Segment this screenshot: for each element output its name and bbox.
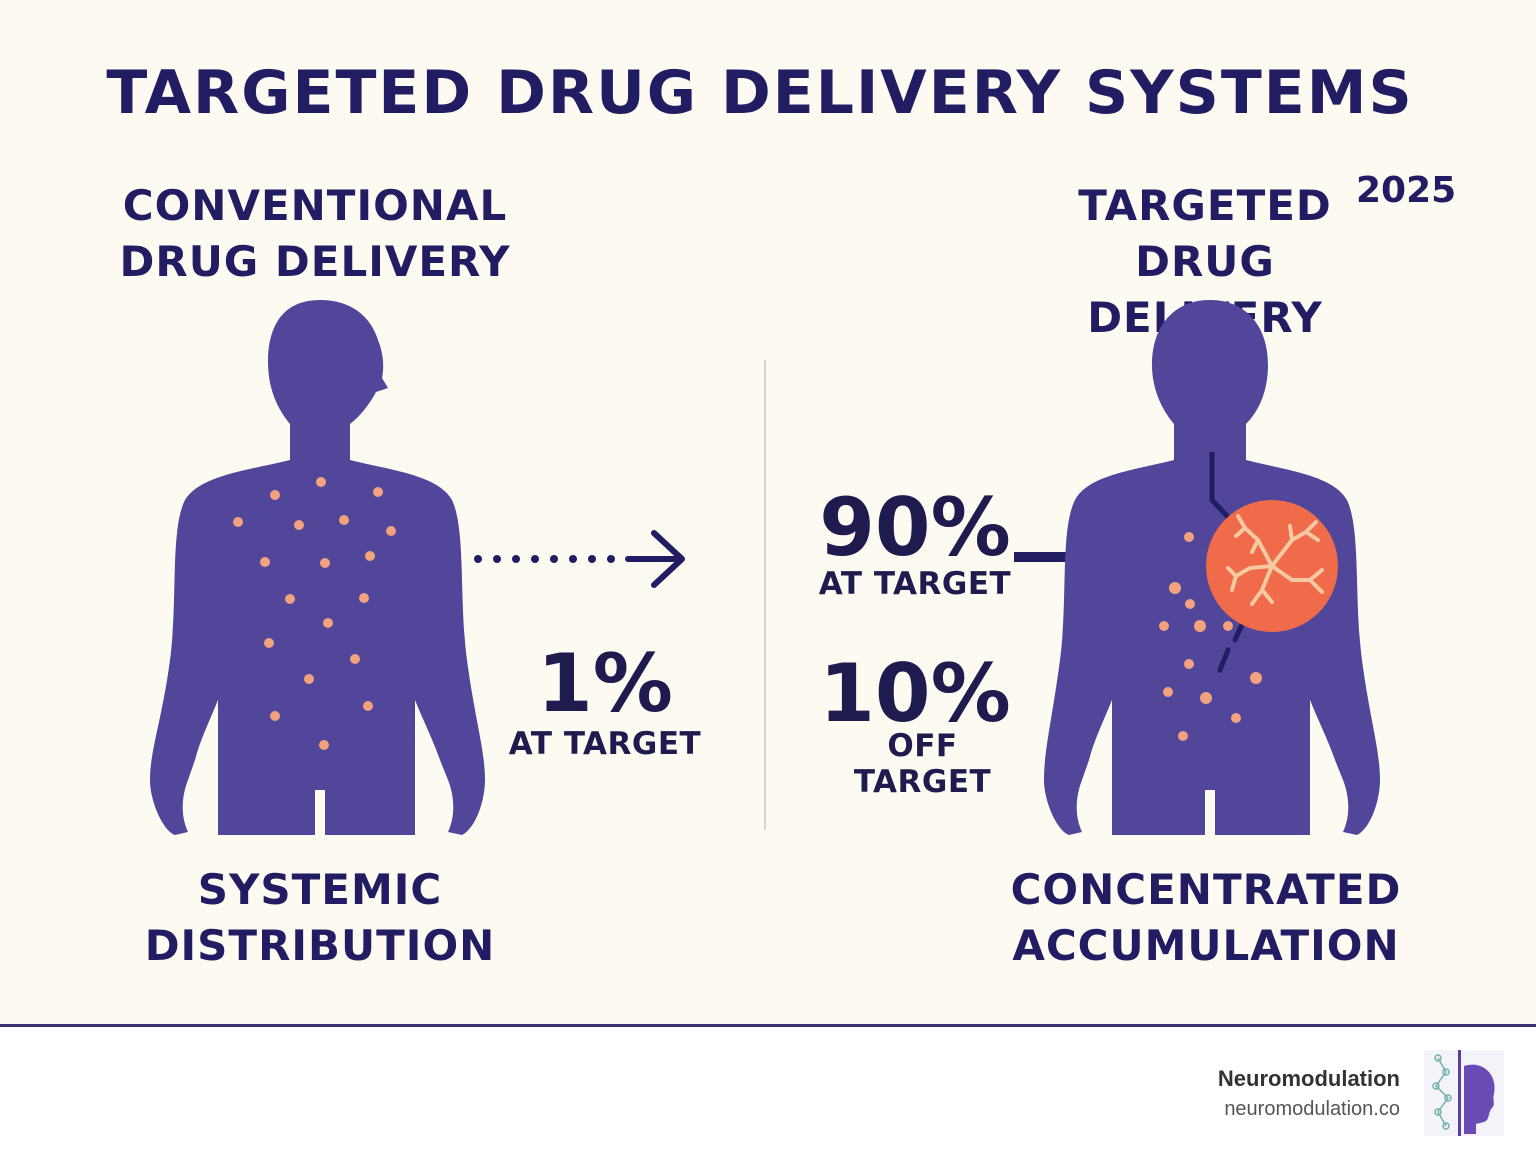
drug-particle [1231, 713, 1241, 723]
drug-particle [316, 477, 326, 487]
left-caption: SYSTEMIC DISTRIBUTION [120, 862, 520, 974]
drug-particle [264, 638, 274, 648]
drug-particle [1185, 599, 1195, 609]
left-stat-value: 1% [537, 637, 673, 730]
target-tissue-icon [1206, 500, 1338, 632]
drug-particle [373, 487, 383, 497]
drug-particle [294, 520, 304, 530]
drug-particle [285, 594, 295, 604]
drug-particle [323, 618, 333, 628]
drug-particle [359, 593, 369, 603]
right-caption-line1: CONCENTRATED [1010, 865, 1402, 914]
drug-particle [320, 558, 330, 568]
right-body-figure [1044, 300, 1380, 835]
drug-particles [1159, 532, 1262, 741]
drug-particle [1184, 659, 1194, 669]
drug-particle [1194, 620, 1206, 632]
drug-particle [260, 557, 270, 567]
human-silhouette-icon [150, 300, 485, 835]
drug-particle [1163, 687, 1173, 697]
drug-particle [1223, 621, 1233, 631]
left-stat-label: AT TARGET [508, 726, 702, 762]
drug-particle [386, 526, 396, 536]
drug-particle [1250, 672, 1262, 684]
left-heading: CONVENTIONAL DRUG DELIVERY [115, 178, 515, 290]
right-heading-line1: TARGETED [1078, 181, 1332, 230]
left-heading-line1: CONVENTIONAL [122, 181, 508, 230]
right-stat1-label: AT TARGET [818, 566, 1012, 602]
dotted-arrow-icon [474, 530, 685, 588]
right-stat2-value: 10% [819, 647, 1011, 740]
drug-particle [1169, 582, 1181, 594]
drug-particle [363, 701, 373, 711]
drug-particle [1178, 731, 1188, 741]
right-heading-line2: DRUG DELIVERY [1087, 237, 1322, 342]
drug-particle [1184, 532, 1194, 542]
drug-particles [233, 477, 396, 750]
drug-particle [270, 711, 280, 721]
drug-particle [350, 654, 360, 664]
right-stat1-value: 90% [819, 481, 1011, 574]
footer-brand: Neuromodulation [1217, 1066, 1400, 1091]
drug-particle [1159, 621, 1169, 631]
right-heading: TARGETED DRUG DELIVERY [1010, 178, 1400, 346]
year-label: 2025 [1356, 170, 1457, 211]
right-caption: CONCENTRATED ACCUMULATION [1000, 862, 1412, 974]
left-caption-line1: SYSTEMIC [197, 865, 443, 914]
drug-particle [270, 490, 280, 500]
drug-particle [304, 674, 314, 684]
footer-url[interactable]: neuromodulation.co [1224, 1098, 1400, 1120]
page-title: TARGETED DRUG DELIVERY SYSTEMS [106, 58, 1414, 128]
drug-particle [1200, 692, 1212, 704]
drug-particle [365, 551, 375, 561]
logo-icon [1424, 1050, 1504, 1136]
drug-particle [339, 515, 349, 525]
right-caption-line2: ACCUMULATION [1012, 921, 1400, 970]
drug-particle [233, 517, 243, 527]
left-caption-line2: DISTRIBUTION [144, 921, 496, 970]
footer [0, 1024, 1536, 1157]
left-body-figure [150, 300, 485, 835]
left-heading-line2: DRUG DELIVERY [119, 237, 511, 286]
right-stat2-label: OFF TARGET [853, 728, 992, 800]
drug-particle [319, 740, 329, 750]
center-divider [764, 360, 766, 830]
